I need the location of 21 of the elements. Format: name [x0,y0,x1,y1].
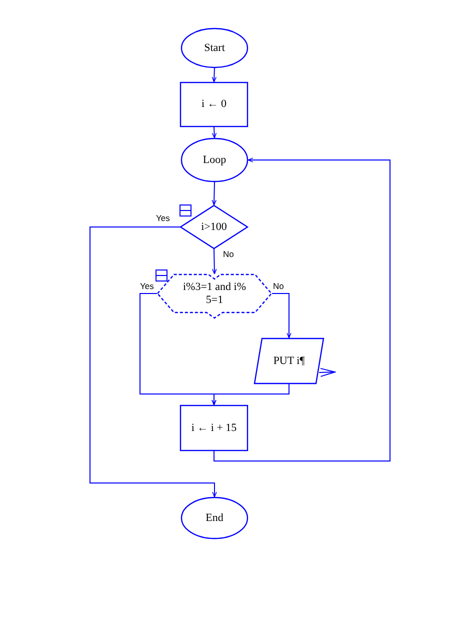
arrow [318,368,336,377]
node-text: Loop [202,154,226,166]
arrow [212,384,290,406]
arrow [212,68,217,82]
node-text: End [206,512,224,524]
arrow [90,226,217,498]
edge-label: No [272,282,285,290]
arrow [272,293,292,338]
edge-label: Yes [155,214,171,222]
arrow [212,126,217,138]
arrow [214,158,390,462]
node-text: i ← i + 15 [191,422,237,434]
node-text: Start [204,42,225,54]
node-text: i>100 [201,220,227,234]
node-text: i%3=1 and i% 5=1 [182,280,248,306]
node-text: PUT i¶ [273,354,305,368]
arrow [212,248,217,274]
edge-label: No [222,250,235,258]
node-text: i ← 0 [201,98,227,111]
arrow [212,182,216,206]
edge-label: Yes [139,282,155,290]
